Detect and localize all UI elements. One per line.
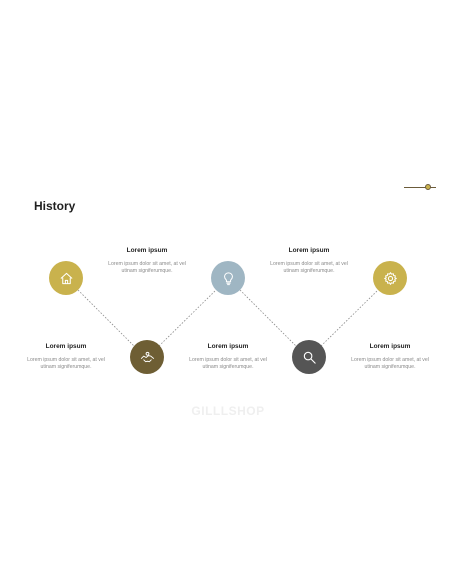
step-5-text: Lorem ipsum Lorem ipsum dolor sit amet, … <box>350 343 430 370</box>
step-5-circle <box>373 261 407 295</box>
step-1-text: Lorem ipsum Lorem ipsum dolor sit amet, … <box>26 343 106 370</box>
step-3-body: Lorem ipsum dolor sit amet, at vel utina… <box>189 357 267 370</box>
step-4-heading: Lorem ipsum <box>288 247 330 254</box>
watermark: GILLLSHOP <box>191 404 265 418</box>
step-1-body: Lorem ipsum dolor sit amet, at vel utina… <box>27 357 105 370</box>
step-2-heading: Lorem ipsum <box>126 247 168 254</box>
page-title: History <box>34 199 76 213</box>
step-4-text: Lorem ipsum Lorem ipsum dolor sit amet, … <box>269 247 349 274</box>
step-4-circle <box>292 340 326 374</box>
decorative-dot <box>425 184 431 190</box>
connector-line-4 <box>320 289 379 347</box>
step-1-circle <box>49 261 83 295</box>
step-2-body: Lorem ipsum dolor sit amet, at vel utina… <box>108 261 186 274</box>
connector-line-1 <box>77 289 135 347</box>
handshake-icon <box>140 351 154 362</box>
step-2-text: Lorem ipsum Lorem ipsum dolor sit amet, … <box>107 247 187 274</box>
step-3-heading: Lorem ipsum <box>207 343 249 350</box>
step-4-body: Lorem ipsum dolor sit amet, at vel utina… <box>270 261 348 274</box>
decorative-line <box>404 187 436 188</box>
connector-line-2 <box>158 289 217 347</box>
step-2-circle <box>130 340 164 374</box>
step-1-heading: Lorem ipsum <box>45 343 87 350</box>
search-icon <box>303 351 316 364</box>
gear-icon <box>383 271 397 285</box>
step-3-circle <box>211 261 245 295</box>
step-5-heading: Lorem ipsum <box>369 343 411 350</box>
connector-line-3 <box>239 289 297 347</box>
step-5-body: Lorem ipsum dolor sit amet, at vel utina… <box>351 357 429 370</box>
home-icon <box>60 272 72 284</box>
lightbulb-icon <box>223 271 233 285</box>
step-3-text: Lorem ipsum Lorem ipsum dolor sit amet, … <box>188 343 268 370</box>
